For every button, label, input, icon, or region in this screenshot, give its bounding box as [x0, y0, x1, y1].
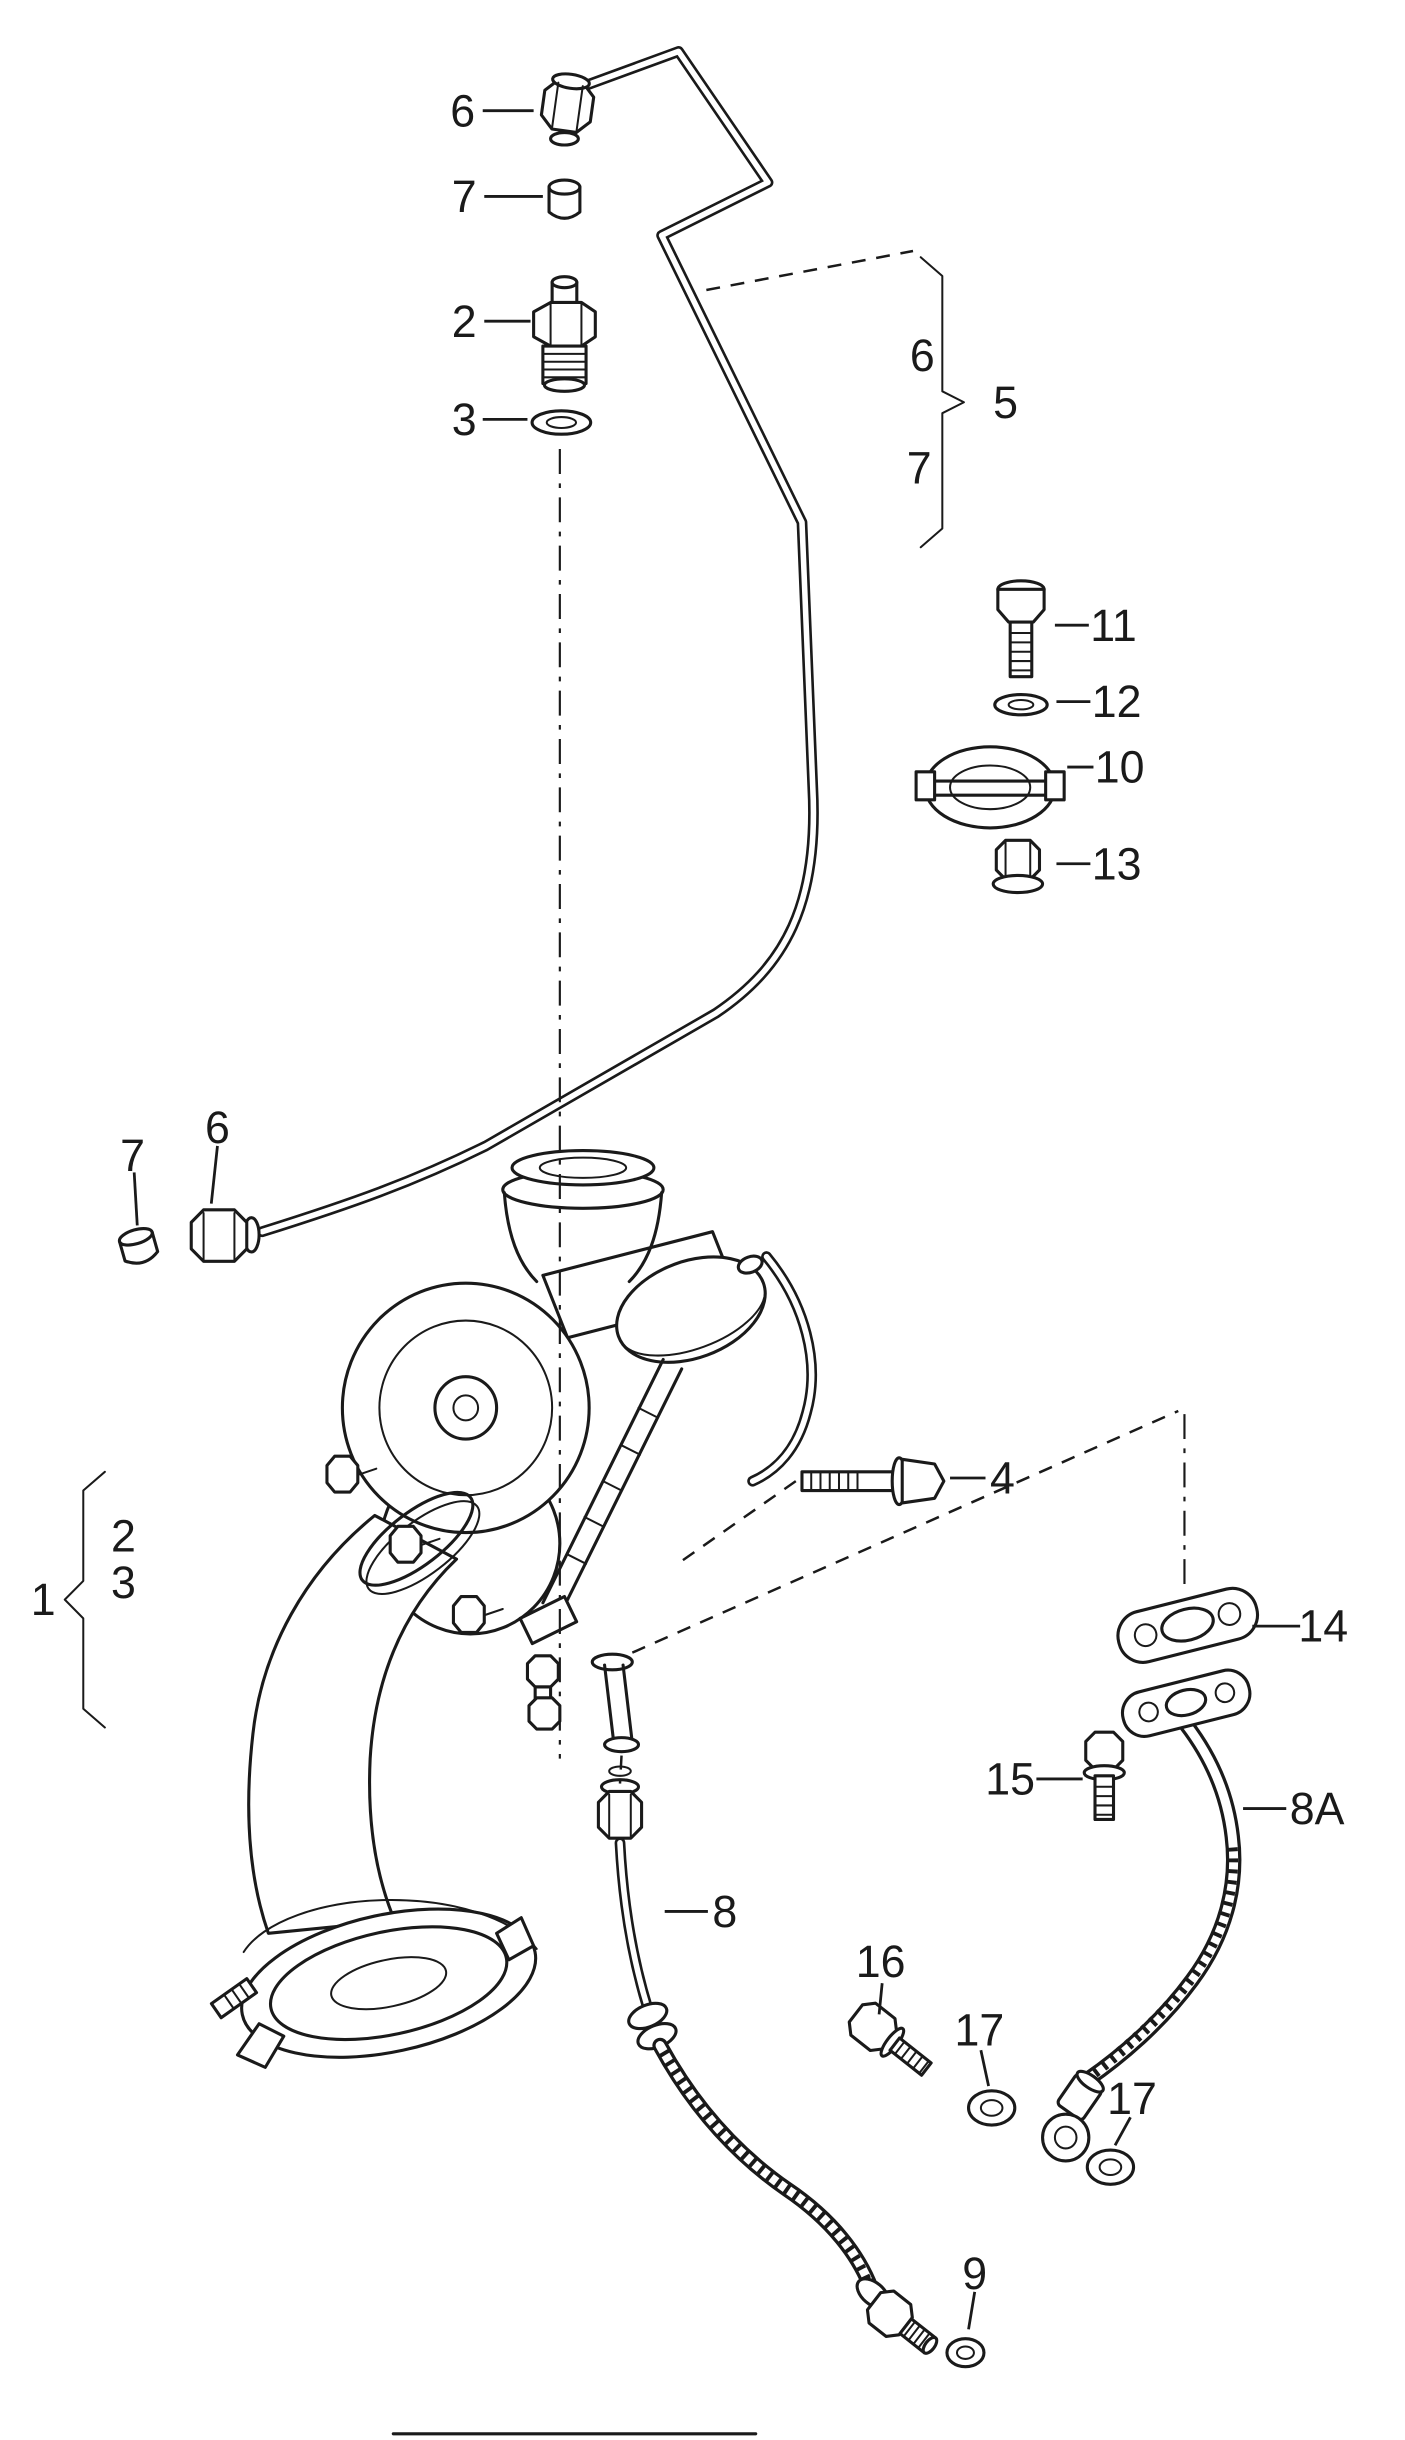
part-number-14: 14: [1298, 1601, 1348, 1652]
callout-17-lower: 17: [1107, 2073, 1157, 2147]
part-number-6: 6: [910, 330, 935, 381]
oil-supply-pipe: [256, 45, 819, 1238]
callout-8: 8: [664, 1886, 737, 1937]
callout-11: 11: [1054, 600, 1137, 651]
gasket-14: [1116, 1586, 1260, 1664]
callout-brace-1: 1: [31, 1574, 56, 1625]
callout-16: 16: [856, 1936, 906, 2015]
part-number-10: 10: [1095, 741, 1145, 792]
union-nut-top: [539, 72, 596, 147]
seal-ring-17-lower: [1085, 2148, 1136, 2186]
part-number-9: 9: [962, 2248, 987, 2299]
callout-top-6: 6: [450, 85, 534, 136]
flange-bolt-4: [800, 1456, 946, 1507]
part-number-7: 7: [120, 1130, 145, 1181]
callout-group5-7: 7: [907, 442, 932, 493]
seal-ring-3: [530, 409, 593, 436]
washer-12: [993, 693, 1049, 717]
callout-left-7: 7: [120, 1130, 145, 1226]
callout-left-6: 6: [205, 1102, 230, 1204]
part-number-7: 7: [452, 171, 477, 222]
part-number-7: 7: [907, 442, 932, 493]
flange-bolt-16: [847, 2001, 933, 2077]
turbocharger: [340, 1149, 817, 1754]
callout-group5-6: 6: [910, 330, 935, 381]
part-number-6: 6: [205, 1102, 230, 1153]
brace-group-1: [63, 1470, 106, 1729]
nut-13: [991, 838, 1045, 895]
part-number-2: 2: [111, 1510, 136, 1561]
callout-4: 4: [950, 1452, 1015, 1504]
part-number-1: 1: [31, 1574, 56, 1625]
flange-bolt-15: [1082, 1730, 1126, 1822]
callout-brace-3: 3: [111, 1557, 136, 1608]
callout-10: 10: [1067, 741, 1145, 793]
seal-cone-left: [117, 1226, 160, 1265]
part-number-11: 11: [1090, 600, 1136, 651]
seal-ring-9: [945, 2337, 986, 2369]
callout-13: 13: [1056, 838, 1141, 889]
seal-cone-top: [547, 178, 582, 220]
brace-group-5: [919, 256, 965, 549]
callout-14: 14: [1252, 1601, 1348, 1652]
construction-lines: [391, 249, 1186, 2436]
callout-9: 9: [962, 2248, 987, 2330]
callout-8a: 8A: [1243, 1783, 1344, 1834]
exhaust-elbow: [209, 1454, 538, 2069]
seal-ring-17-upper: [966, 2089, 1017, 2127]
callouts: 6 7 2 3 6 7 5 11 12: [31, 85, 1348, 2330]
part-number-15: 15: [985, 1753, 1035, 1804]
part-number-2: 2: [452, 296, 477, 347]
callout-group5-5: 5: [993, 377, 1018, 428]
callout-12: 12: [1056, 676, 1141, 727]
callout-top-7: 7: [452, 171, 543, 222]
callout-brace-2: 2: [111, 1510, 136, 1561]
oil-supply-hose-8: [596, 1765, 939, 2355]
part-number-13: 13: [1092, 838, 1142, 889]
part-number-3: 3: [111, 1557, 136, 1608]
part-number-17: 17: [1107, 2073, 1157, 2124]
callout-top-3: 3: [452, 394, 528, 445]
part-number-5: 5: [993, 377, 1018, 428]
oil-return-pipe-8a: [1041, 1668, 1252, 2163]
part-number-8: 8: [712, 1886, 737, 1937]
part-number-12: 12: [1092, 676, 1142, 727]
part-number-4: 4: [990, 1452, 1015, 1503]
connector-fitting-2: [532, 275, 597, 393]
part-number-6: 6: [450, 85, 475, 136]
callout-17-upper: 17: [954, 2004, 1004, 2087]
union-nut-left: [189, 1208, 261, 1263]
callout-top-2: 2: [452, 296, 531, 347]
callout-15: 15: [985, 1753, 1083, 1805]
part-number-3: 3: [452, 394, 477, 445]
bracket-bolt-11: [996, 579, 1046, 679]
clamp-10: [914, 745, 1066, 830]
part-number-17: 17: [954, 2004, 1004, 2055]
part-number-8a: 8A: [1290, 1783, 1345, 1834]
part-number-16: 16: [856, 1936, 906, 1987]
